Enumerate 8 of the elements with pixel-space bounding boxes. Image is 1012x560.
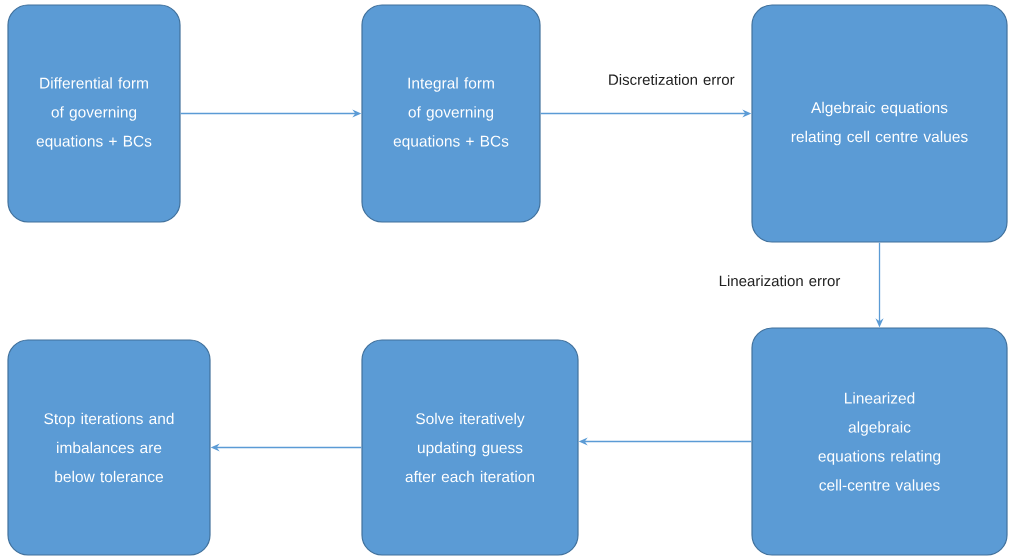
process-box: Differential form of governing equations + BCs — [7, 4, 181, 223]
process-box: Stop iterations and imbalances are below tolerance — [7, 339, 211, 556]
edge-label: Linearization error — [712, 273, 847, 289]
process-box: Integral form of governing equations + BCs — [361, 4, 541, 223]
edge-label: Discretization error — [604, 72, 739, 87]
process-box: Algebraic equations relating cell centre values — [751, 4, 1008, 243]
process-box: Solve iteratively updating guess after each iteration — [361, 339, 579, 556]
process-box: Linearized algebraic equations relating cell-centre values — [751, 327, 1008, 556]
